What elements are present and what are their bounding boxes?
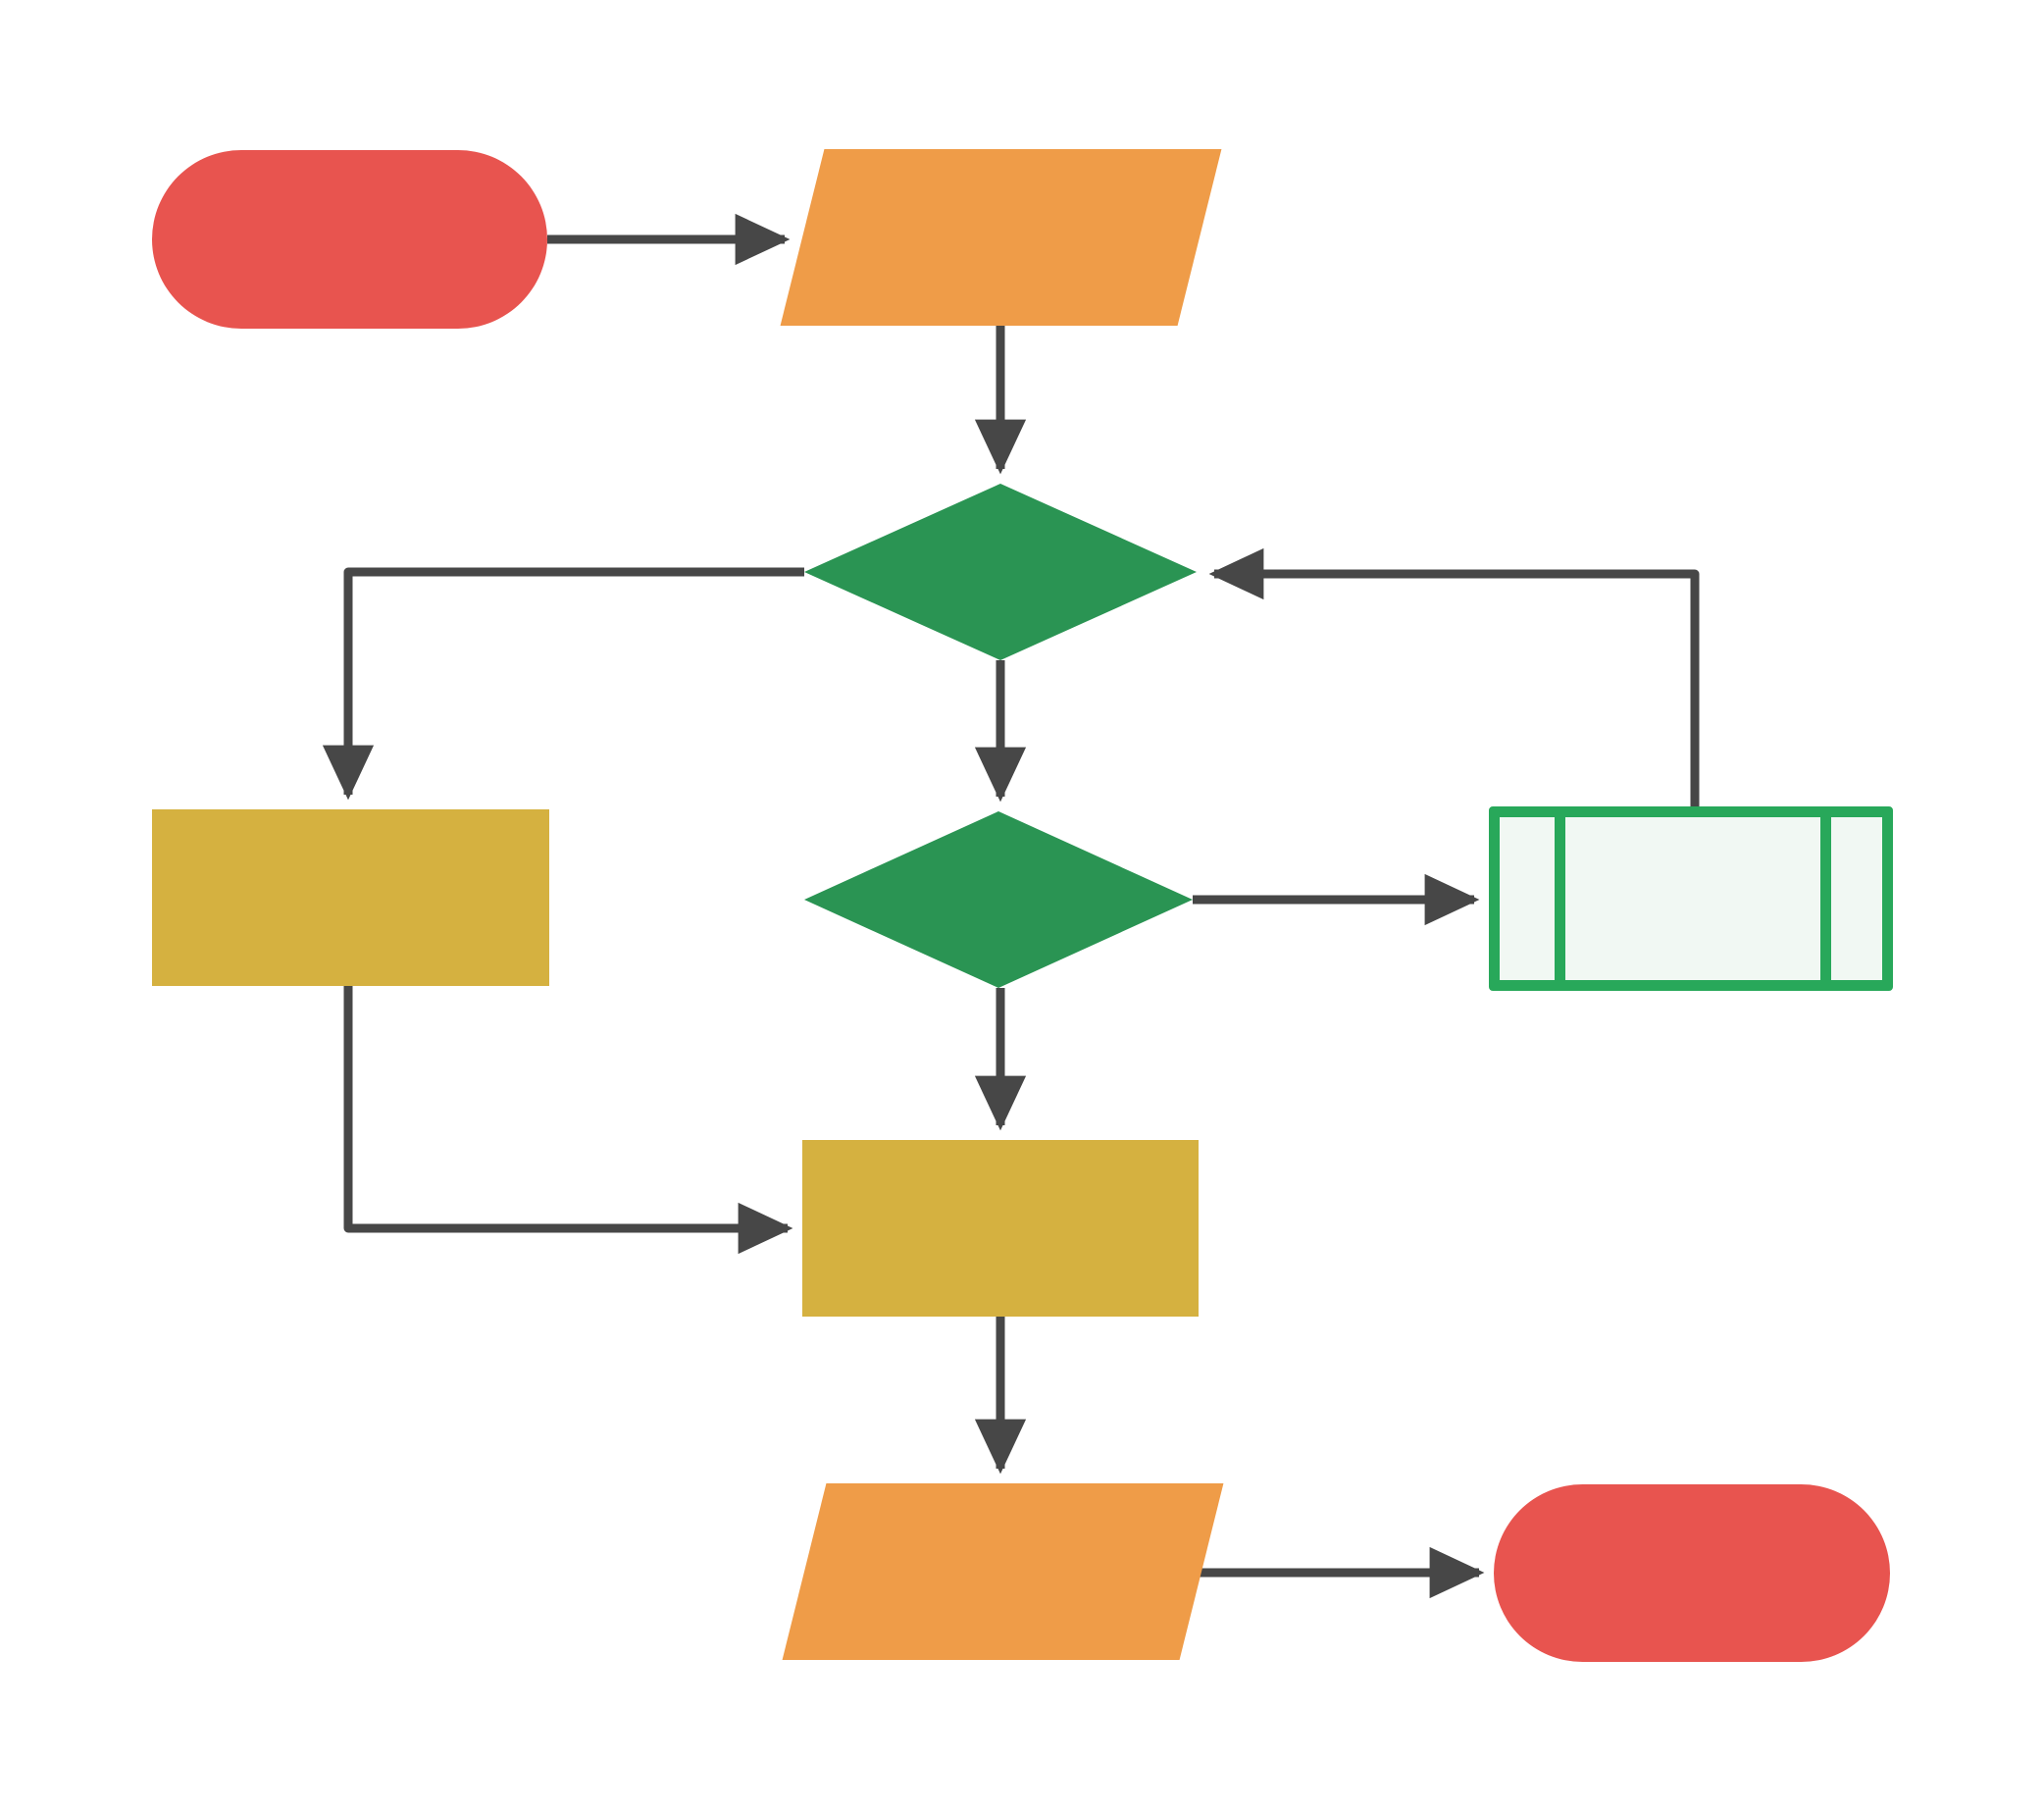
node-start-terminator[interactable]	[152, 150, 547, 329]
node-subroutine[interactable]	[1489, 806, 1893, 991]
edge-decision1-to-branch-left	[322, 567, 804, 801]
node-input-shape	[780, 149, 1222, 326]
node-output-data[interactable]	[782, 1483, 1224, 1660]
node-decision1-shape	[804, 484, 1197, 660]
subroutine-right-rail	[1820, 817, 1831, 980]
node-decision1[interactable]	[804, 484, 1197, 660]
node-decision2-shape	[804, 811, 1193, 988]
node-branch-left-label	[152, 809, 549, 986]
node-end-label	[1494, 1484, 1890, 1662]
node-branch-left-process[interactable]	[152, 809, 549, 986]
edge-subroutine-loopback-to-decision1	[1208, 547, 1700, 806]
node-start-label	[152, 150, 547, 329]
edge-branch-left-to-merge	[343, 986, 793, 1255]
node-decision2[interactable]	[804, 811, 1193, 988]
node-input-data[interactable]	[780, 149, 1222, 326]
node-end-terminator[interactable]	[1494, 1484, 1890, 1662]
subroutine-left-rail	[1555, 817, 1565, 980]
node-output-shape	[782, 1483, 1224, 1660]
node-merge-label	[802, 1140, 1199, 1317]
node-merge-process[interactable]	[802, 1140, 1199, 1317]
